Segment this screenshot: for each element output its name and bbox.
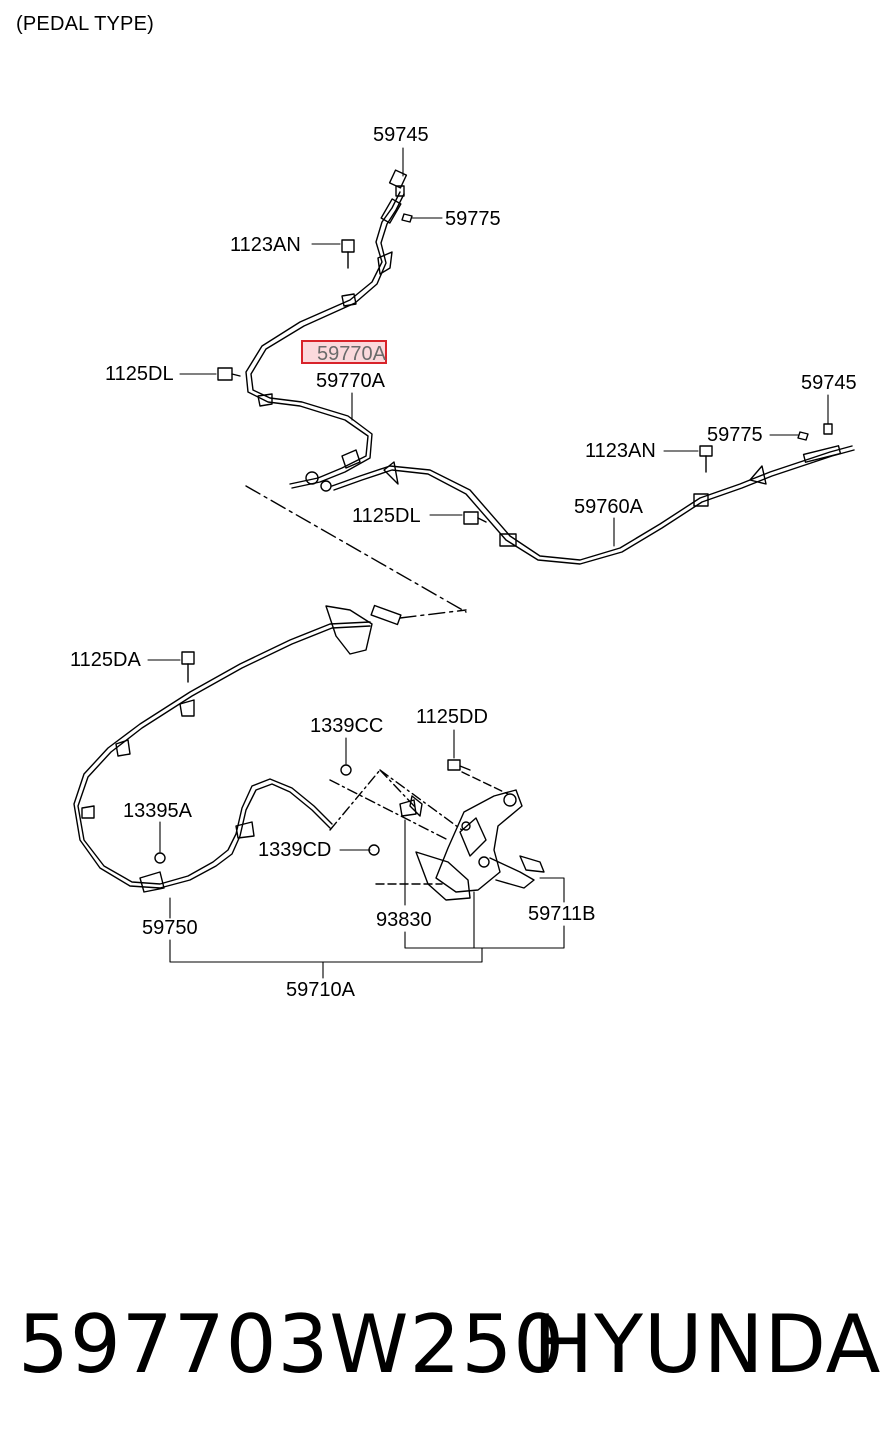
- part-label-1339cd[interactable]: 1339CD: [258, 839, 332, 861]
- part-label-59745-upper[interactable]: 59745: [373, 124, 429, 146]
- part-label-59775-upper[interactable]: 59775: [445, 208, 501, 230]
- part-label-93830[interactable]: 93830: [376, 909, 432, 931]
- part-label-1125dl-upper[interactable]: 1125DL: [105, 363, 174, 385]
- part-label-1339cc[interactable]: 1339CC: [310, 715, 384, 737]
- part-label-59710a[interactable]: 59710A: [286, 979, 355, 1001]
- part-label-1125da[interactable]: 1125DA: [70, 649, 141, 671]
- part-label-59770a[interactable]: 59770A: [316, 370, 385, 392]
- part-label-59711b[interactable]: 59711B: [528, 903, 596, 925]
- part-label-59750[interactable]: 59750: [142, 917, 198, 939]
- part-label-1123an-upper[interactable]: 1123AN: [230, 234, 301, 256]
- footer-caption: 597703W250 HYUNDAI: [18, 1298, 886, 1391]
- footer-brand: HYUNDAI: [533, 1298, 886, 1391]
- footer-part-number: 597703W250: [18, 1298, 566, 1391]
- cable-59770a-drawing: [245, 169, 408, 492]
- diagram-title: (PEDAL TYPE): [16, 13, 154, 35]
- highlighted-part-label: 59770A: [317, 343, 386, 365]
- leader-lines: [147, 147, 829, 979]
- parking-brake-cable-diagram: [73, 147, 855, 979]
- part-label-59745-right[interactable]: 59745: [801, 372, 857, 394]
- cable-59760a-drawing: [331, 445, 855, 565]
- part-label-13395a[interactable]: 13395A: [123, 800, 192, 822]
- cable-59750-drawing: [73, 604, 402, 893]
- pedal-assembly-drawing: [329, 769, 545, 901]
- part-label-59760a[interactable]: 59760A: [574, 496, 643, 518]
- highlighted-part-callout[interactable]: 59770A: [301, 340, 387, 365]
- part-label-1125dd[interactable]: 1125DD: [416, 706, 488, 728]
- part-label-59775-right[interactable]: 59775: [707, 424, 763, 446]
- part-label-1123an-right[interactable]: 1123AN: [585, 440, 656, 462]
- part-label-1125dl-middle[interactable]: 1125DL: [352, 505, 421, 527]
- hardware-drawings: [154, 185, 833, 864]
